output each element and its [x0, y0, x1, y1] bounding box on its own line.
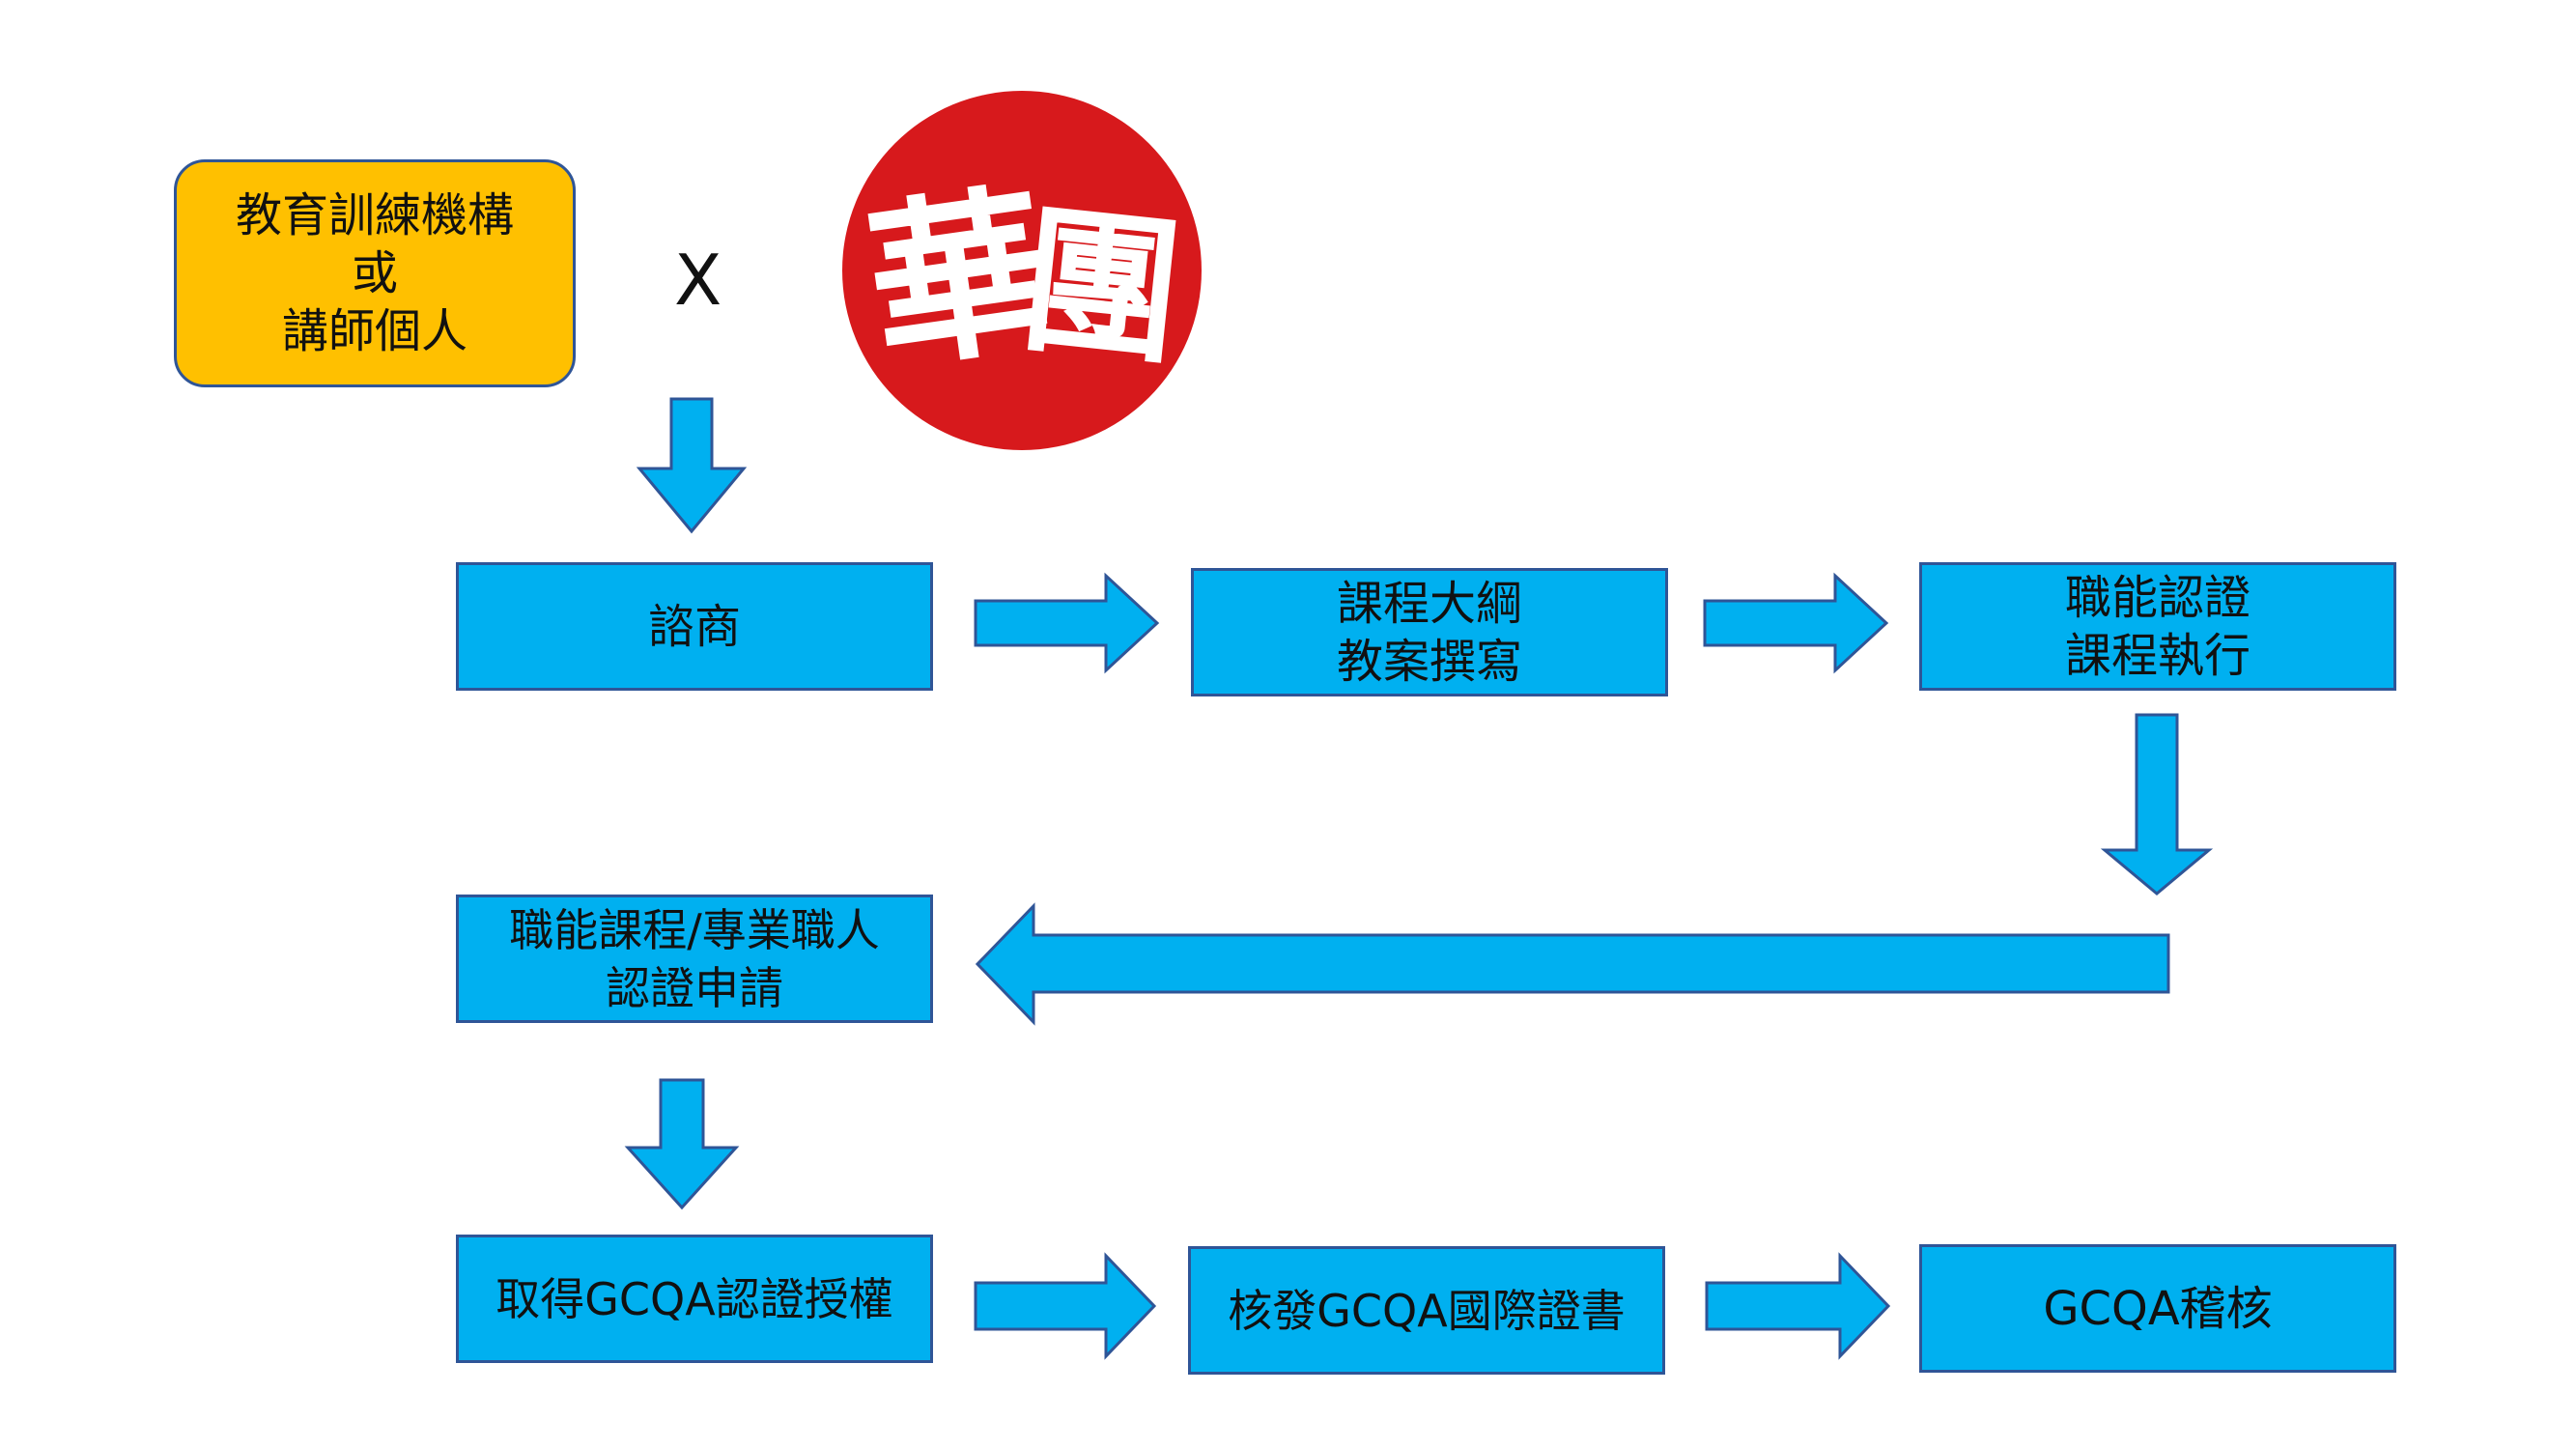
- step-course-execution: 職能認證 課程執行: [1919, 562, 2396, 691]
- step-2-line-1: 課程大綱: [1336, 576, 1522, 631]
- logo-glyph-1: 華: [856, 162, 1062, 396]
- arrow-start-down: [636, 397, 748, 534]
- arrow-5-right: [974, 1252, 1157, 1360]
- step-5-line-1: 取得GCQA認證授權: [495, 1272, 893, 1325]
- step-3-line-1: 職能認證: [2064, 570, 2250, 625]
- step-4-line-1: 職能課程/專業職人: [509, 903, 880, 956]
- step-gcqa-certificate-issue: 核發GCQA國際證書: [1188, 1246, 1665, 1375]
- start-line-1: 教育訓練機構: [235, 188, 514, 242]
- arrow-2-right: [1703, 572, 1889, 674]
- step-6-line-1: 核發GCQA國際證書: [1228, 1284, 1626, 1337]
- start-node-training-provider: 教育訓練機構 或 講師個人: [174, 159, 576, 387]
- step-1-line-1: 諮商: [647, 599, 741, 654]
- start-line-3: 講師個人: [281, 304, 467, 358]
- step-4-line-2: 認證申請: [606, 961, 783, 1014]
- step-gcqa-audit: GCQA稽核: [1919, 1244, 2396, 1373]
- step-3-line-2: 課程執行: [2064, 628, 2250, 683]
- step-2-line-2: 教案撰寫: [1336, 634, 1522, 689]
- start-line-2: 或: [351, 246, 398, 300]
- arrow-3-down: [2100, 713, 2214, 895]
- arrow-6-right: [1705, 1252, 1891, 1360]
- step-7-line-1: GCQA稽核: [2043, 1281, 2273, 1336]
- logo-glyph-2: 團: [1012, 185, 1190, 387]
- arrow-1-right: [974, 572, 1160, 674]
- arrow-4-down: [624, 1078, 740, 1210]
- collaboration-x-mark: X: [674, 240, 722, 321]
- huatuan-calligraphy-logo-icon: 華 團: [842, 91, 1202, 450]
- step-syllabus-writing: 課程大綱 教案撰寫: [1191, 568, 1668, 696]
- step-consultation: 諮商: [456, 562, 933, 691]
- step-gcqa-authorization: 取得GCQA認證授權: [456, 1235, 933, 1363]
- step-certification-application: 職能課程/專業職人 認證申請: [456, 895, 933, 1023]
- arrow-long-left: [975, 902, 2170, 1026]
